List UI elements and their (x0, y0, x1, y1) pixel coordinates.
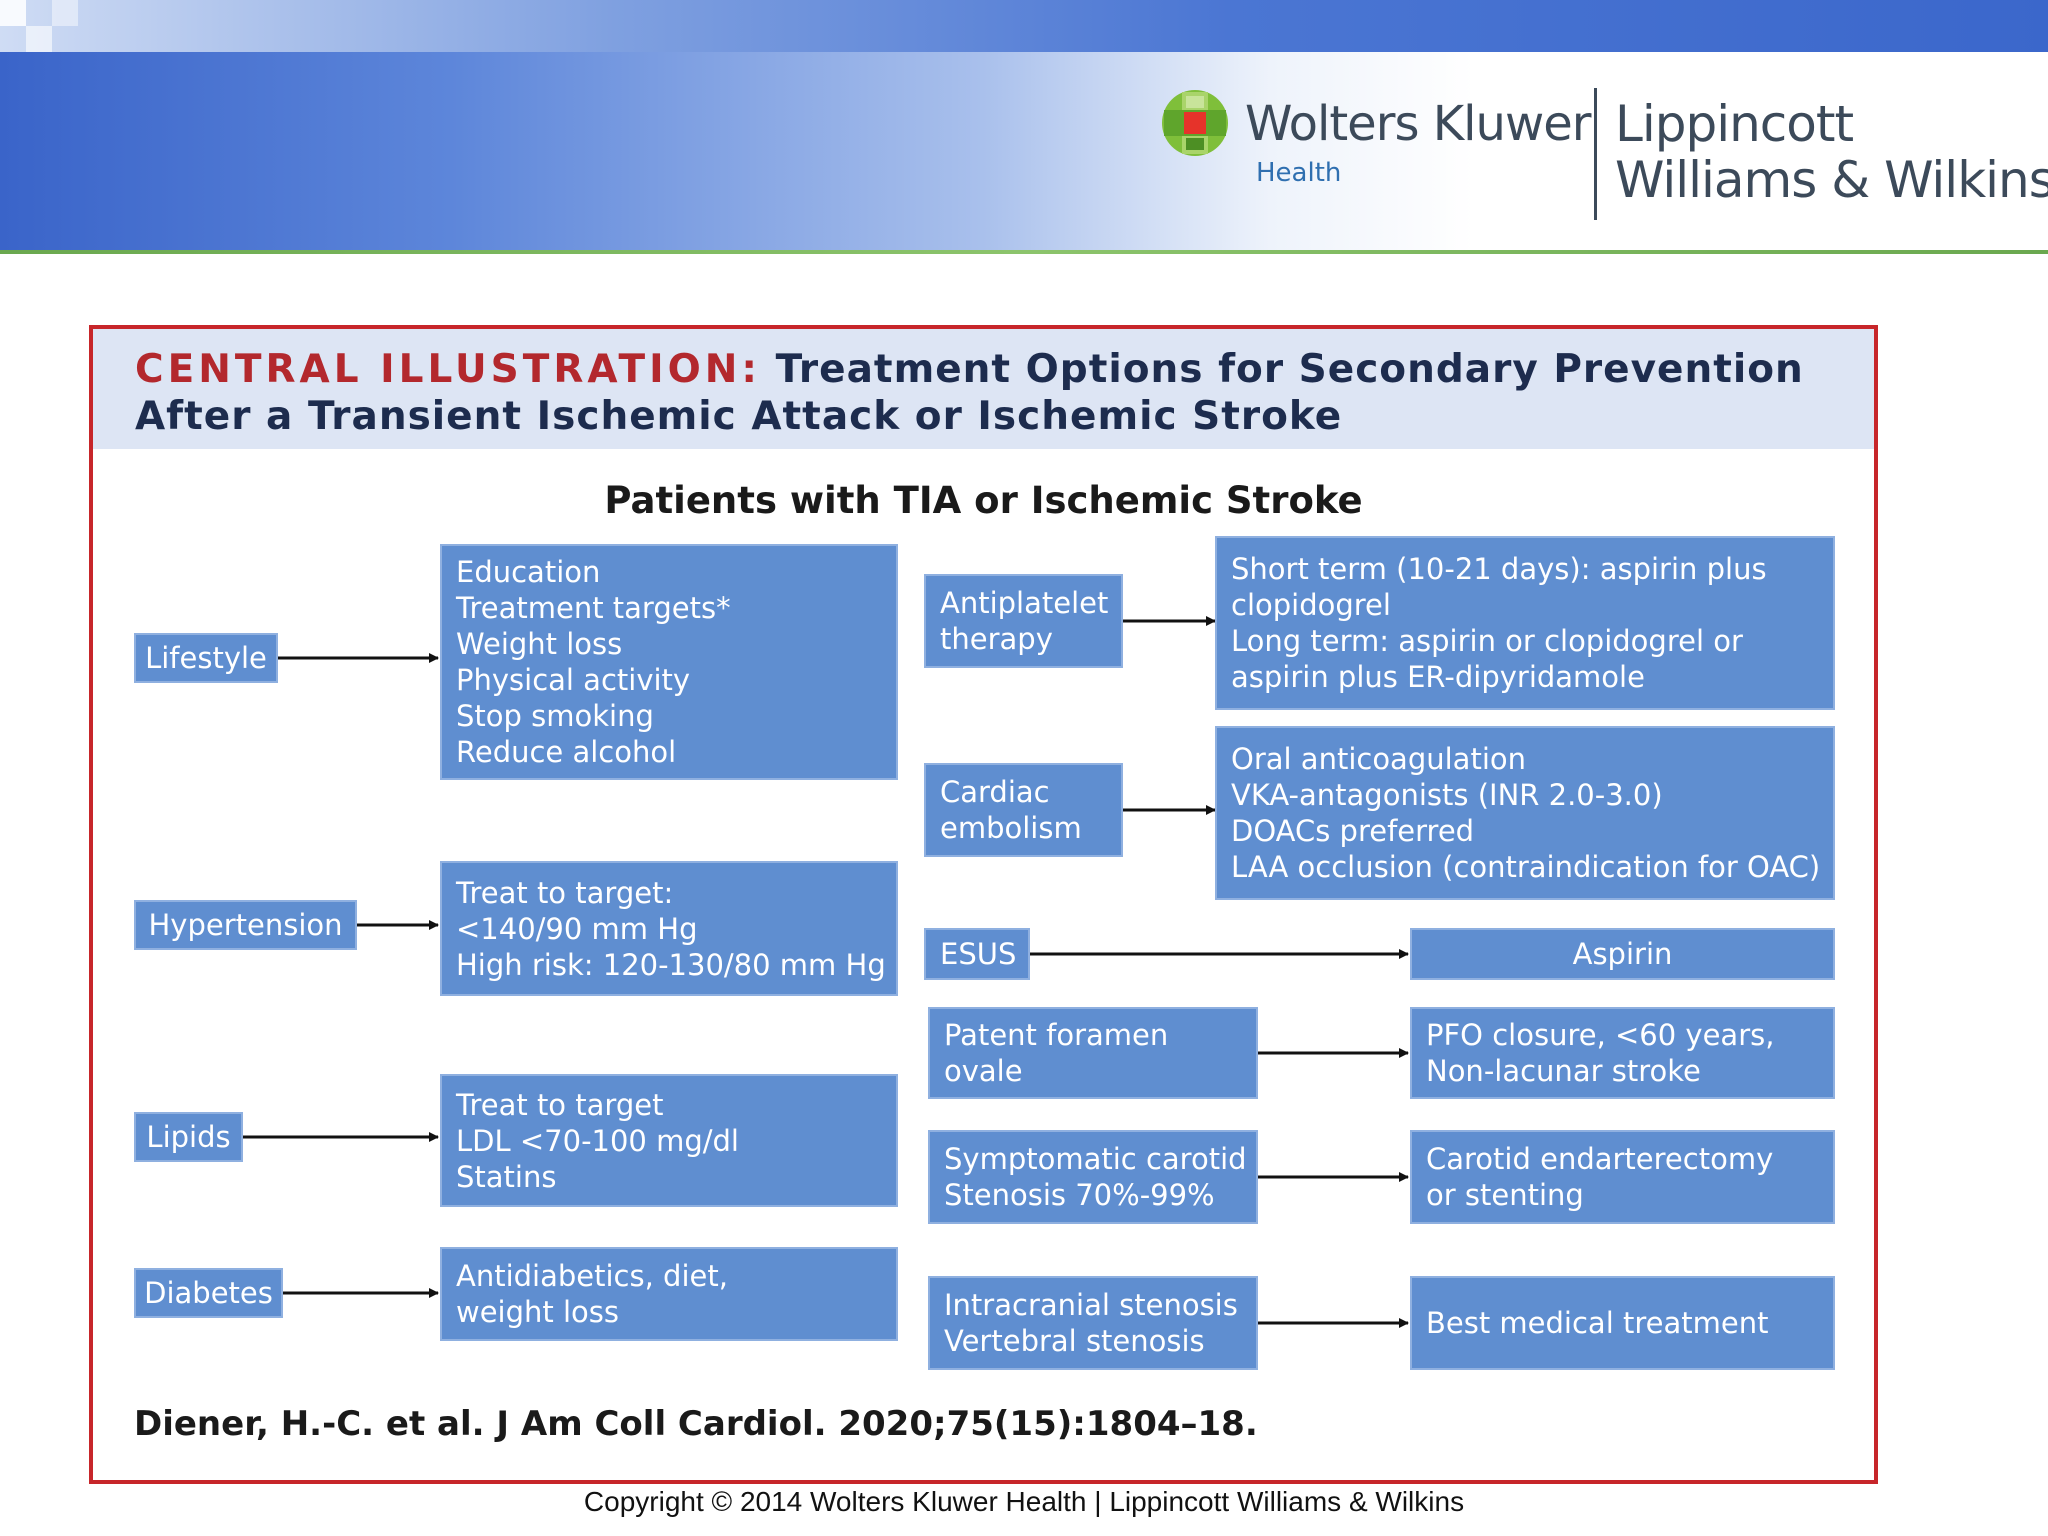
risk-factor-label: Diabetes (144, 1276, 273, 1310)
condition-line: Antiplatelet (940, 586, 1109, 620)
condition-carotid-stenosis: Symptomatic carotid Stenosis 70%-99% (928, 1130, 1258, 1224)
banner-corner-square (26, 26, 52, 52)
treatment-line: Weight loss (456, 627, 623, 661)
risk-factor-lipids: Lipids (134, 1112, 243, 1162)
condition-line: ovale (944, 1054, 1023, 1088)
treatment-line: LAA occlusion (contraindication for OAC) (1231, 850, 1821, 884)
treatment-line: LDL <70-100 mg/dl (456, 1123, 739, 1158)
condition-line: embolism (940, 811, 1082, 845)
treatment-lifestyle: Education Treatment targets* Weight loss… (440, 544, 898, 780)
condition-esus: ESUS (924, 928, 1030, 980)
logo-publisher-line1: Lippincott (1615, 95, 1854, 153)
treatment-line: Treat to target (456, 1087, 664, 1122)
logo-company-name: Wolters Kluwer (1245, 96, 1591, 152)
treatment-antiplatelet: Short term (10-21 days): aspirin plus cl… (1215, 536, 1835, 710)
treatment-line: Aspirin (1572, 937, 1673, 971)
illustration-title-band: CENTRAL ILLUSTRATION: Treatment Options … (93, 329, 1874, 449)
treatment-line: PFO closure, <60 years, (1426, 1018, 1775, 1052)
treatment-line: Oral anticoagulation (1231, 742, 1526, 776)
copyright-footer: Copyright © 2014 Wolters Kluwer Health |… (583, 1486, 1465, 1517)
treatment-pfo: PFO closure, <60 years, Non-lacunar stro… (1410, 1007, 1835, 1099)
treatment-line: Reduce alcohol (456, 735, 677, 769)
treatment-line: Physical activity (456, 663, 691, 697)
treatment-line: Best medical treatment (1426, 1306, 1769, 1340)
treatment-line: High risk: 120-130/80 mm Hg (456, 947, 886, 982)
risk-factor-lifestyle: Lifestyle (134, 633, 278, 683)
treatment-lipids: Treat to target LDL <70-100 mg/dl Statin… (440, 1074, 898, 1207)
banner-top-strip (0, 0, 2048, 52)
risk-factor-hypertension: Hypertension (134, 900, 357, 950)
treatment-line: <140/90 mm Hg (456, 911, 698, 946)
treatment-line: Treatment targets* (456, 591, 731, 625)
treatment-line: or stenting (1426, 1178, 1584, 1212)
treatment-line: Non-lacunar stroke (1426, 1054, 1701, 1088)
risk-factor-diabetes: Diabetes (134, 1268, 283, 1318)
logo-divider (1594, 88, 1597, 220)
treatment-line: DOACs preferred (1231, 814, 1475, 848)
citation: Diener, H.-C. et al. J Am Coll Cardiol. … (134, 1404, 1258, 1444)
treatment-line: Statins (456, 1159, 557, 1194)
banner-green-rule (0, 250, 2048, 254)
logo-division-name: Health (1256, 158, 1342, 188)
treatment-line: Stop smoking (456, 699, 654, 733)
condition-cardiac-embolism: Cardiac embolism (924, 763, 1123, 857)
treatment-diabetes: Antidiabetics, diet, weight loss (440, 1247, 898, 1341)
treatment-line: Education (456, 555, 601, 589)
diagram-subtitle: Patients with TIA or Ischemic Stroke (604, 479, 1363, 522)
condition-pfo: Patent foramen ovale (928, 1007, 1258, 1099)
treatment-cardiac-embolism: Oral anticoagulation VKA-antagonists (IN… (1215, 726, 1835, 900)
slide-header-banner (0, 0, 2048, 252)
treatment-line: Short term (10-21 days): aspirin plus (1231, 552, 1767, 586)
risk-factor-label: Lifestyle (145, 641, 267, 675)
treatment-hypertension: Treat to target: <140/90 mm Hg High risk… (440, 861, 898, 996)
treatment-line: VKA-antagonists (INR 2.0-3.0) (1231, 778, 1663, 812)
condition-line: Vertebral stenosis (944, 1324, 1205, 1358)
illustration-title-prefix: CENTRAL ILLUSTRATION: (135, 347, 762, 392)
banner-corner-square (52, 0, 78, 26)
treatment-line: Long term: aspirin or clopidogrel or (1231, 624, 1743, 658)
logo-publisher-line2: Williams & Wilkins (1615, 151, 2048, 209)
banner-corner-square (0, 0, 26, 26)
treatment-line: weight loss (456, 1295, 620, 1329)
illustration-title-text: Treatment Options for Secondary Preventi… (775, 347, 1804, 392)
illustration-title-line-1: CENTRAL ILLUSTRATION: Treatment Options … (135, 347, 1804, 392)
flow-arrows (243, 616, 1409, 1328)
treatment-line: Carotid endarterectomy (1426, 1142, 1774, 1176)
condition-line: Cardiac (940, 775, 1050, 809)
condition-line: Stenosis 70%-99% (944, 1178, 1215, 1212)
illustration-title-line-2: After a Transient Ischemic Attack or Isc… (135, 394, 1343, 439)
logo-publisher-name: Lippincott Williams & Wilkins (1615, 96, 2048, 208)
condition-antiplatelet: Antiplatelet therapy (924, 574, 1123, 668)
risk-factor-label: Hypertension (148, 908, 343, 942)
condition-line: Intracranial stenosis (944, 1288, 1238, 1322)
treatment-carotid: Carotid endarterectomy or stenting (1410, 1130, 1835, 1224)
treatment-esus: Aspirin (1410, 928, 1835, 980)
risk-factor-label: Lipids (146, 1120, 231, 1154)
condition-line: ESUS (940, 937, 1017, 971)
treatment-line: aspirin plus ER-dipyridamole (1231, 660, 1645, 694)
condition-line: Symptomatic carotid (944, 1142, 1247, 1176)
treatment-line: Treat to target: (456, 875, 674, 910)
treatment-line: clopidogrel (1231, 588, 1391, 622)
condition-intracranial-stenosis: Intracranial stenosis Vertebral stenosis (928, 1276, 1258, 1370)
condition-line: therapy (940, 622, 1053, 656)
treatment-line: Antidiabetics, diet, (456, 1259, 728, 1293)
wolters-kluwer-globe-icon (1162, 90, 1228, 156)
treatment-intracranial: Best medical treatment (1410, 1276, 1835, 1370)
central-illustration-frame: CENTRAL ILLUSTRATION: Treatment Options … (89, 325, 1878, 1484)
condition-line: Patent foramen (944, 1018, 1169, 1052)
